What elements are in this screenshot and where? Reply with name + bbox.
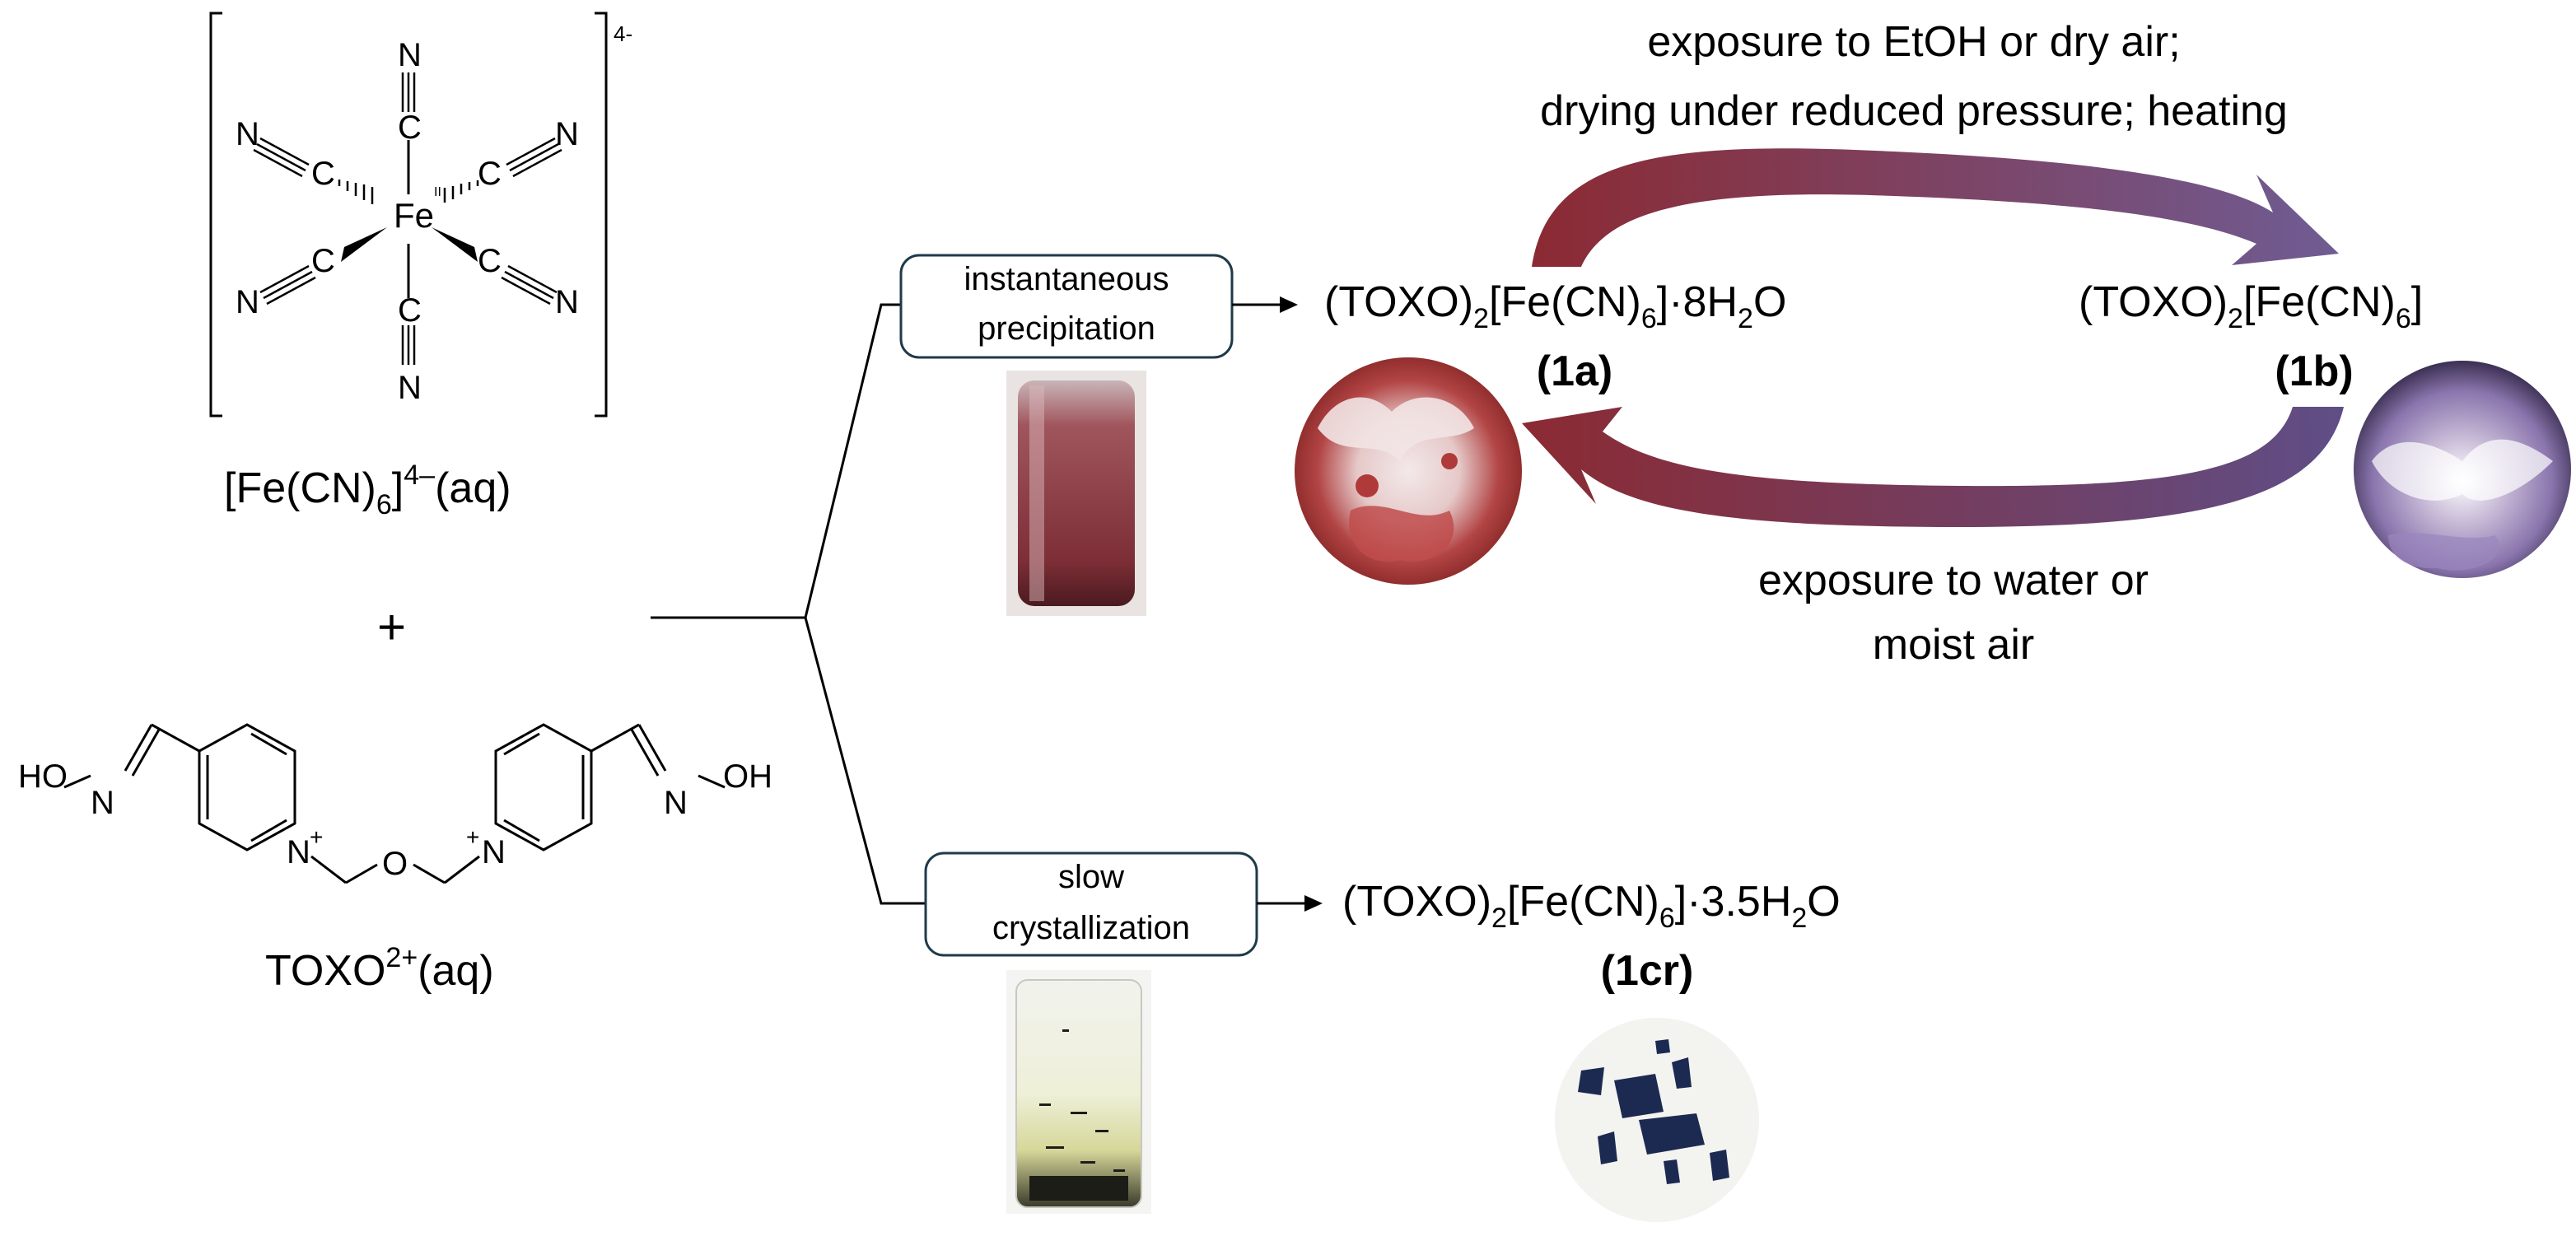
branch-connector	[651, 303, 926, 905]
product-1b-label: (1b)	[2275, 348, 2353, 395]
instantaneous-precipitation-box: instantaneous precipitation	[899, 254, 1234, 359]
atom-o-bridge: O	[382, 846, 408, 882]
complex-charge-label: 4-	[614, 21, 632, 46]
arrow-to-1a	[1280, 296, 1298, 313]
atom-n-ll: N	[236, 284, 259, 320]
sample-photo-1a	[1295, 357, 1522, 585]
crystallization-box-line1: slow	[1058, 859, 1124, 895]
vial-photo-precipitation	[1006, 371, 1146, 616]
toxo-atom-labels: HO N N + O + N N OH	[18, 758, 772, 882]
product-1cr-formula: (TOXO)2[Fe(CN)6]·3.5H2O	[1342, 878, 1841, 934]
atom-n-ur: N	[555, 116, 579, 152]
vial-photo-crystallization	[1006, 970, 1151, 1214]
atom-n-top: N	[398, 37, 422, 73]
hexacyanoferrate-label: [Fe(CN)6]4–(aq)	[224, 460, 511, 520]
forward-condition-line1: exposure to EtOH or dry air;	[1647, 18, 2180, 66]
sample-photo-1b	[2354, 361, 2571, 578]
sample-photo-1cr	[1555, 1018, 1759, 1222]
atom-c-lr: C	[478, 243, 502, 279]
precipitation-box-line1: instantaneous	[964, 261, 1169, 297]
atom-n-oxime-right: N	[664, 785, 688, 821]
reverse-condition-line1: exposure to water or	[1758, 557, 2149, 604]
toxo-structure	[63, 723, 726, 884]
oxidation-state-label: II	[434, 185, 441, 199]
plus-sign: +	[377, 600, 406, 655]
product-1a-label: (1a)	[1537, 348, 1612, 395]
atom-n-plus-right: N	[482, 834, 506, 870]
product-1a-formula: (TOXO)2[Fe(CN)6]·8H2O	[1324, 278, 1786, 334]
charge-plus-right: +	[466, 824, 479, 850]
forward-condition-line2: drying under reduced pressure; heating	[1540, 87, 2288, 135]
hexacyanoferrate-structure: 4- N C C N Fe II C N	[209, 12, 632, 418]
precipitation-box-line2: precipitation	[978, 310, 1155, 347]
toxo-label: TOXO2+(aq)	[265, 942, 494, 995]
atom-c-bottom: C	[398, 292, 422, 329]
atom-ho: HO	[18, 758, 68, 795]
atom-c-top: C	[398, 110, 422, 146]
crystallization-box-line2: crystallization	[992, 910, 1190, 946]
atom-n-bottom: N	[398, 370, 422, 406]
reverse-arrow	[1522, 407, 2344, 527]
arrow-to-1cr	[1304, 895, 1323, 912]
atom-n-ul: N	[236, 116, 259, 152]
reverse-condition-line2: moist air	[1873, 621, 2034, 669]
atom-oh: OH	[723, 758, 772, 795]
atom-c-ul: C	[311, 156, 335, 192]
atom-n-plus-left: N	[287, 834, 310, 870]
forward-arrow	[1532, 148, 2339, 267]
product-1cr-label: (1cr)	[1601, 947, 1694, 995]
slow-crystallization-box: slow crystallization	[924, 851, 1258, 957]
atom-c-ur: C	[478, 156, 502, 192]
atom-n-lr: N	[555, 284, 579, 320]
atom-fe: Fe	[394, 196, 434, 235]
atom-c-ll: C	[311, 243, 335, 279]
product-1b-formula: (TOXO)2[Fe(CN)6]	[2079, 278, 2423, 334]
atom-n-oxime-left: N	[91, 785, 114, 821]
charge-plus-left: +	[310, 824, 323, 850]
